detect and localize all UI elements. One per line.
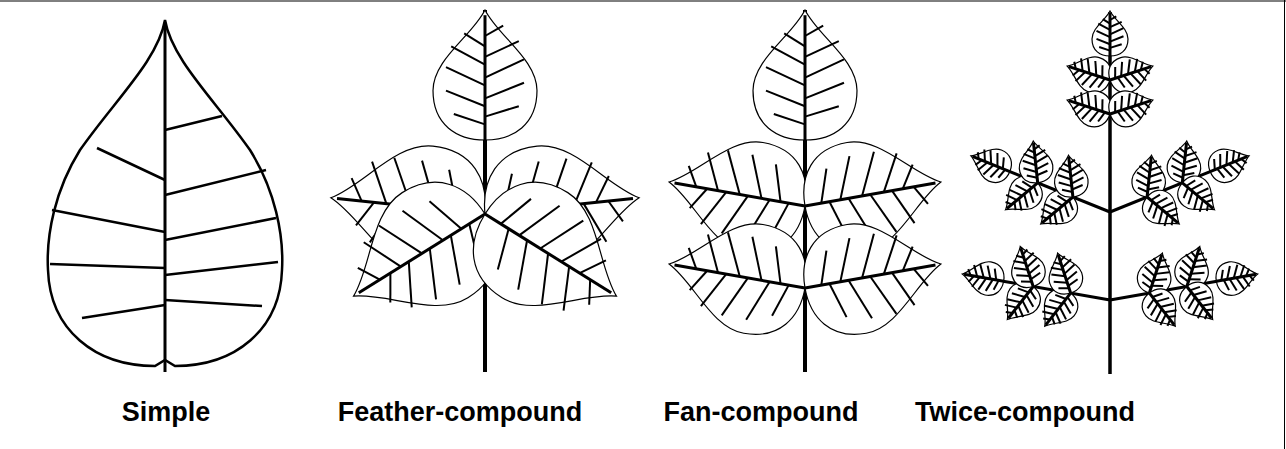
leaf-type-label: Twice-compound (915, 396, 1135, 428)
leaf-type-label: Fan-compound (664, 396, 859, 428)
twice-compound-leaf (954, 11, 1266, 374)
simple-leaf (48, 20, 283, 372)
feather-compound-leaf (321, 10, 650, 372)
fan-compound-leaf (660, 10, 951, 372)
leaf-type-label: Simple (122, 396, 211, 428)
leaf-type-label: Feather-compound (338, 396, 583, 428)
